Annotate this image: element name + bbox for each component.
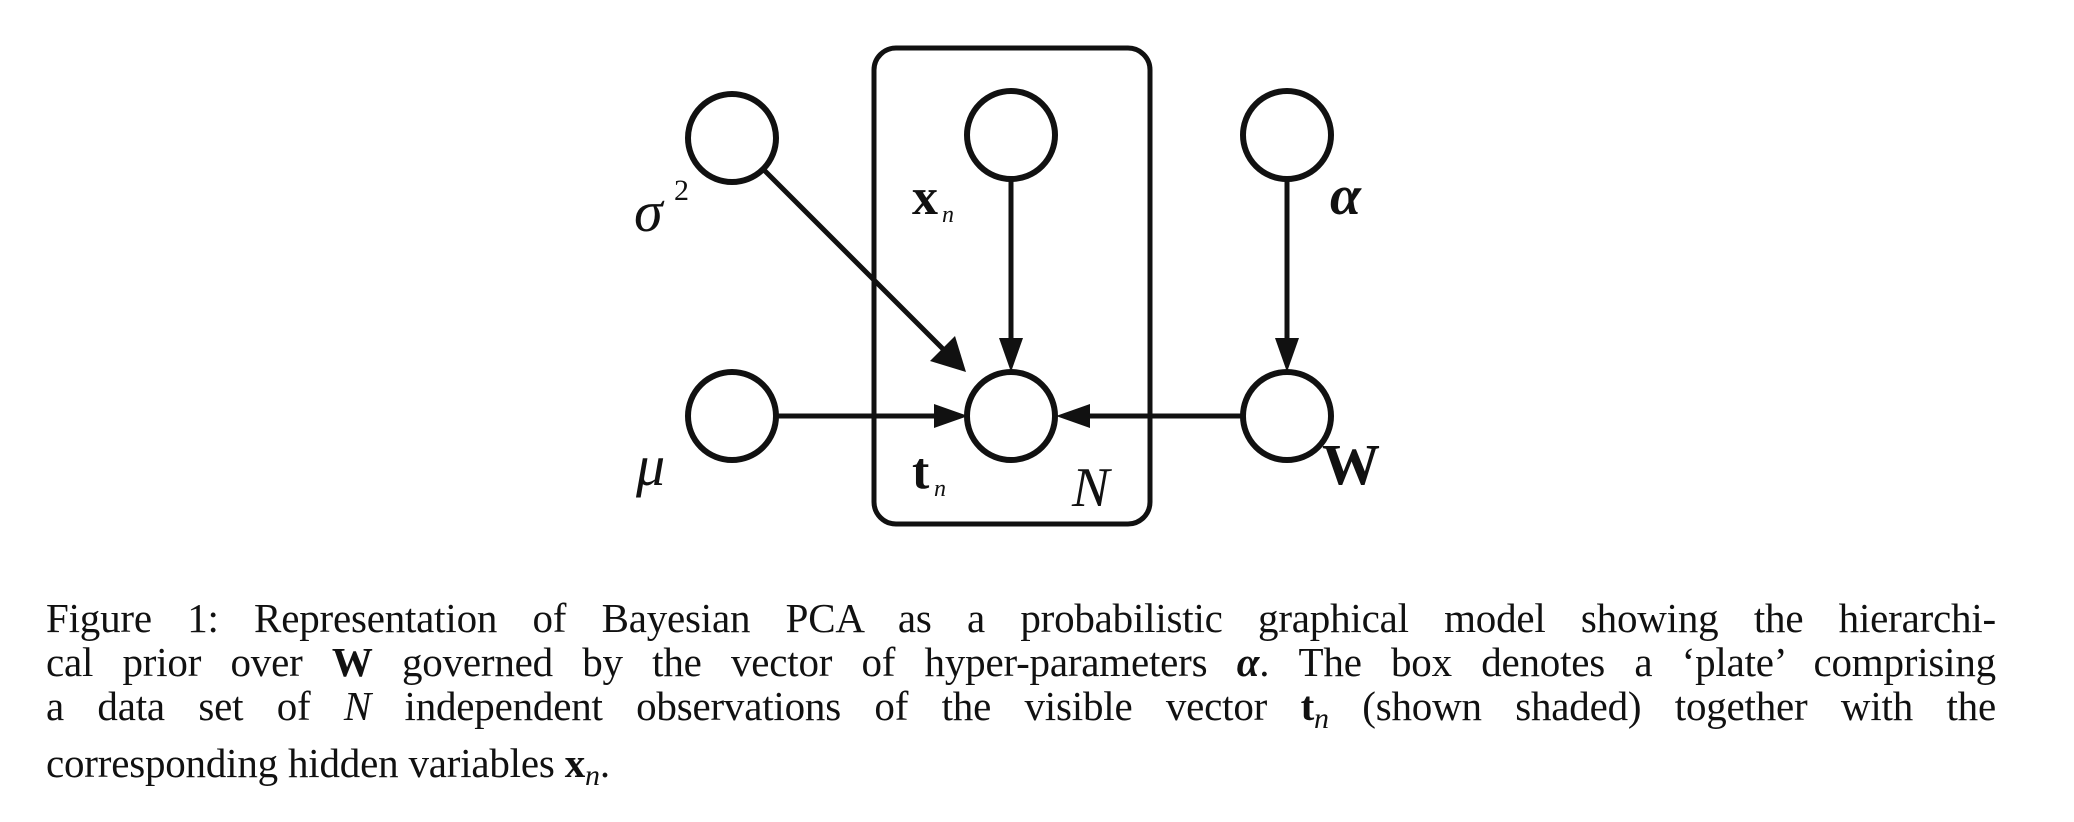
graphical-model-diagram: σ 2 x n α μ t n W N: [634, 45, 1380, 527]
label-t-subscript: n: [934, 476, 946, 502]
caption-line-1: Figure 1: Representation of Bayesian PCA…: [46, 596, 1996, 640]
node-W: [1240, 369, 1334, 463]
caption-line3-b: independent observations of the visible …: [404, 683, 1268, 729]
label-t: t: [912, 443, 930, 500]
math-t: t: [1300, 683, 1315, 729]
arrowhead-sigma2-tn: [930, 336, 966, 372]
label-W: W: [1322, 432, 1380, 497]
math-t-subscript: n: [1314, 702, 1329, 735]
math-alpha: α: [1236, 639, 1260, 685]
node-alpha: [1240, 88, 1334, 182]
caption-line4-c: .: [599, 740, 610, 786]
caption-line3-c: (shown shaded) together with the: [1362, 683, 1996, 729]
arrowhead-xn-tn: [999, 338, 1023, 372]
caption-line3-a: a data set of: [46, 683, 311, 729]
arrowhead-alpha-W: [1275, 338, 1299, 372]
node-tn: [964, 369, 1058, 463]
caption-line-2: cal prior over W governed by the vector …: [46, 640, 1996, 684]
math-N: N: [343, 683, 372, 729]
arrowhead-mu-tn: [934, 404, 968, 428]
plate-label-N: N: [1071, 457, 1112, 519]
caption-line2-c: . The box denotes a ‘plate’ comprising: [1259, 639, 1996, 685]
node-sigma2: [685, 91, 779, 185]
node-mu: [685, 369, 779, 463]
label-alpha: α: [1330, 165, 1362, 227]
label-sigma-superscript: 2: [674, 174, 689, 207]
edge-sigma2-to-tn: [760, 166, 946, 352]
caption-line2-a: cal prior over: [46, 639, 303, 685]
plate-box: [871, 45, 1153, 527]
caption-line-4: corresponding hidden variables xn.: [46, 741, 1996, 798]
label-mu: μ: [635, 433, 665, 498]
caption-line2-b: governed by the vector of hyper-paramete…: [402, 639, 1208, 685]
caption-line1-text: Representation of Bayesian PCA as a prob…: [254, 595, 1996, 641]
label-x-subscript: n: [942, 202, 954, 228]
label-sigma: σ: [634, 179, 665, 244]
math-x: x: [564, 740, 586, 786]
figure-caption: Figure 1: Representation of Bayesian PCA…: [46, 596, 1996, 798]
math-x-subscript: n: [585, 759, 600, 792]
arrowhead-W-tn: [1056, 404, 1090, 428]
caption-line4-a: corresponding hidden variables: [46, 740, 555, 786]
math-W: W: [331, 639, 373, 685]
node-xn: [964, 88, 1058, 182]
label-x: x: [912, 169, 938, 226]
figure-label: Figure 1:: [46, 595, 219, 641]
caption-line-3: a data set of N independent observations…: [46, 684, 1996, 741]
